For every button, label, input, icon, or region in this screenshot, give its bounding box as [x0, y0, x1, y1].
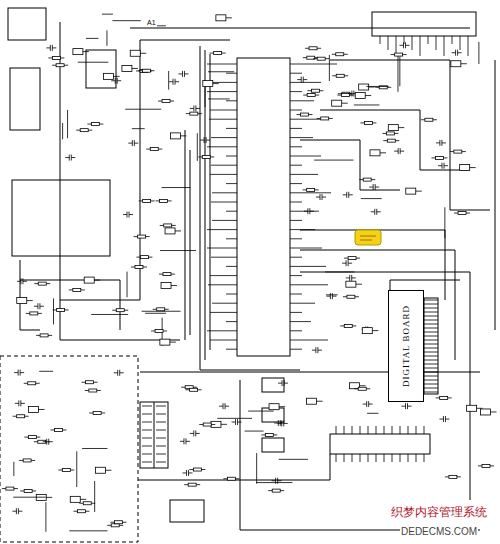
eeprom-ic [86, 50, 116, 88]
blank-panel [12, 180, 110, 256]
connector-block [372, 12, 476, 36]
board-label: DIGITAL BOARD [401, 305, 411, 387]
board-box: DIGITAL BOARD [388, 290, 424, 402]
crystal-block [8, 8, 46, 40]
board-connector [424, 298, 438, 394]
output-ic [330, 434, 430, 454]
regulator [262, 438, 284, 452]
power-ic [170, 500, 204, 522]
watermark: 织梦内容管理系统 [390, 506, 488, 519]
watermark: DEDECMS.COM [400, 526, 478, 537]
part-label: A1 [146, 19, 157, 27]
input-connector [10, 68, 40, 130]
main-ic [237, 58, 290, 356]
transformer [140, 402, 168, 468]
regulator [262, 378, 284, 392]
power-region [0, 356, 138, 542]
note-tag [355, 230, 381, 245]
